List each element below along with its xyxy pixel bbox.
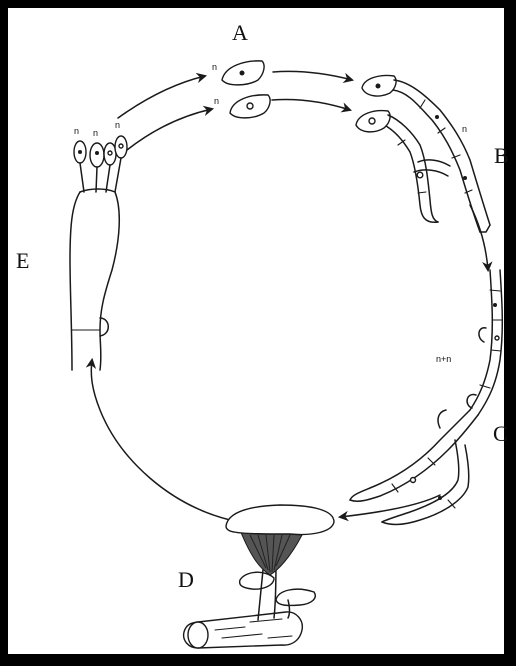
stage-label-d: D xyxy=(178,567,194,592)
dikaryon-nucleus-3 xyxy=(411,478,416,483)
log-end xyxy=(188,622,208,648)
arrow-e-to-a-lower xyxy=(127,109,212,150)
dikaryon-hypha-inner xyxy=(478,270,502,415)
mushroom-d xyxy=(184,505,334,648)
spore-upper-nucleus xyxy=(240,71,245,76)
ploidy-hypha-b: n xyxy=(462,124,467,134)
ploidy-spore-2: n xyxy=(214,96,219,106)
basidiospore-4-nucleus xyxy=(119,144,123,148)
hypha-b-nucleus-3 xyxy=(417,172,423,178)
stage-label-a: A xyxy=(232,20,248,45)
basidium-left-wall xyxy=(70,192,80,370)
germinating-spore-upper-nucleus xyxy=(376,84,381,89)
septa-c-lower xyxy=(392,458,455,508)
hypha-b-tip xyxy=(480,225,490,232)
dikaryon-nucleus-4 xyxy=(438,496,442,500)
hypha-c-short-branch xyxy=(438,410,446,428)
mushroom-stipe-small xyxy=(288,600,290,618)
basidium-e: n n n xyxy=(70,120,127,370)
mushroom-gills xyxy=(240,530,302,575)
stage-label-c: C xyxy=(493,421,508,446)
stage-label-b: B xyxy=(494,143,509,168)
mushroom-cap-main xyxy=(226,505,334,535)
arrow-e-to-a-upper xyxy=(118,76,205,118)
arrow-d-to-e xyxy=(91,360,230,520)
hypha-b-upper-left-wall xyxy=(394,80,490,225)
basidium-clamp xyxy=(100,318,108,336)
dikaryon-nucleus-1 xyxy=(493,303,497,307)
hypha-b-nucleus-2 xyxy=(463,176,467,180)
mushroom-small-cap-right xyxy=(276,589,315,605)
dikaryotic-mycelium-c: n+n xyxy=(350,270,502,524)
basidium-top xyxy=(80,189,115,192)
hypha-b-lower-left-wall xyxy=(388,115,438,222)
ploidy-spore-1: n xyxy=(212,62,217,72)
hypha-c-branch-a-wall-1 xyxy=(350,410,470,500)
spore-lower-nucleus xyxy=(247,103,253,109)
ploidy-basidium-2: n xyxy=(93,128,98,138)
clamp-connection-1 xyxy=(479,328,486,342)
germinating-spore-lower-nucleus xyxy=(369,118,375,124)
hypha-b-nucleus-1 xyxy=(435,115,439,119)
stage-label-e: E xyxy=(16,248,29,273)
arrow-a-to-b-lower xyxy=(272,99,350,110)
spores-a: n n xyxy=(212,61,270,118)
basidium-right-wall xyxy=(100,192,119,370)
arrow-a-to-b-upper xyxy=(273,71,352,80)
basidiospore-1-nucleus xyxy=(78,150,82,154)
cycle-arrows xyxy=(91,71,488,520)
basidiospore-3-nucleus xyxy=(108,151,112,155)
arrow-b-to-c xyxy=(470,205,488,270)
dikaryon-nucleus-2 xyxy=(495,336,499,340)
basidiospore-2-nucleus xyxy=(95,151,99,155)
ploidy-dikaryon: n+n xyxy=(436,354,451,364)
hyphae-b: n xyxy=(356,76,490,233)
ploidy-basidium-3: n xyxy=(115,120,120,130)
ploidy-basidium-1: n xyxy=(74,126,79,136)
